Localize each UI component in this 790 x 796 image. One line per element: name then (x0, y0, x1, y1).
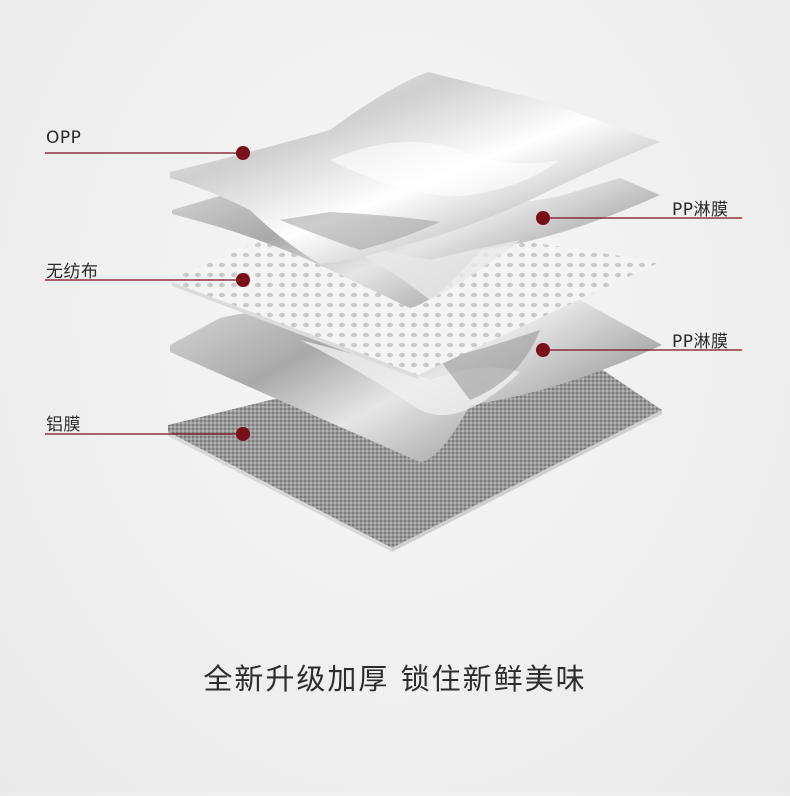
label-aluminum-film: 铝膜 (46, 415, 81, 435)
pp-coating-lower-layer (170, 300, 662, 462)
marker-dot (236, 427, 250, 441)
label-nonwoven: 无纺布 (46, 262, 99, 282)
marker-dot (236, 273, 250, 287)
opp-layer (170, 72, 660, 264)
marker-dot (536, 211, 550, 225)
marker-dot (236, 146, 250, 160)
headline: 全新升级加厚 锁住新鲜美味 (203, 662, 587, 696)
label-pp-coating-top: PP淋膜 (672, 200, 729, 220)
marker-dot (536, 343, 550, 357)
label-pp-coating-bottom: PP淋膜 (672, 332, 729, 352)
label-opp: OPP (46, 128, 82, 148)
leader-lines (45, 146, 742, 441)
